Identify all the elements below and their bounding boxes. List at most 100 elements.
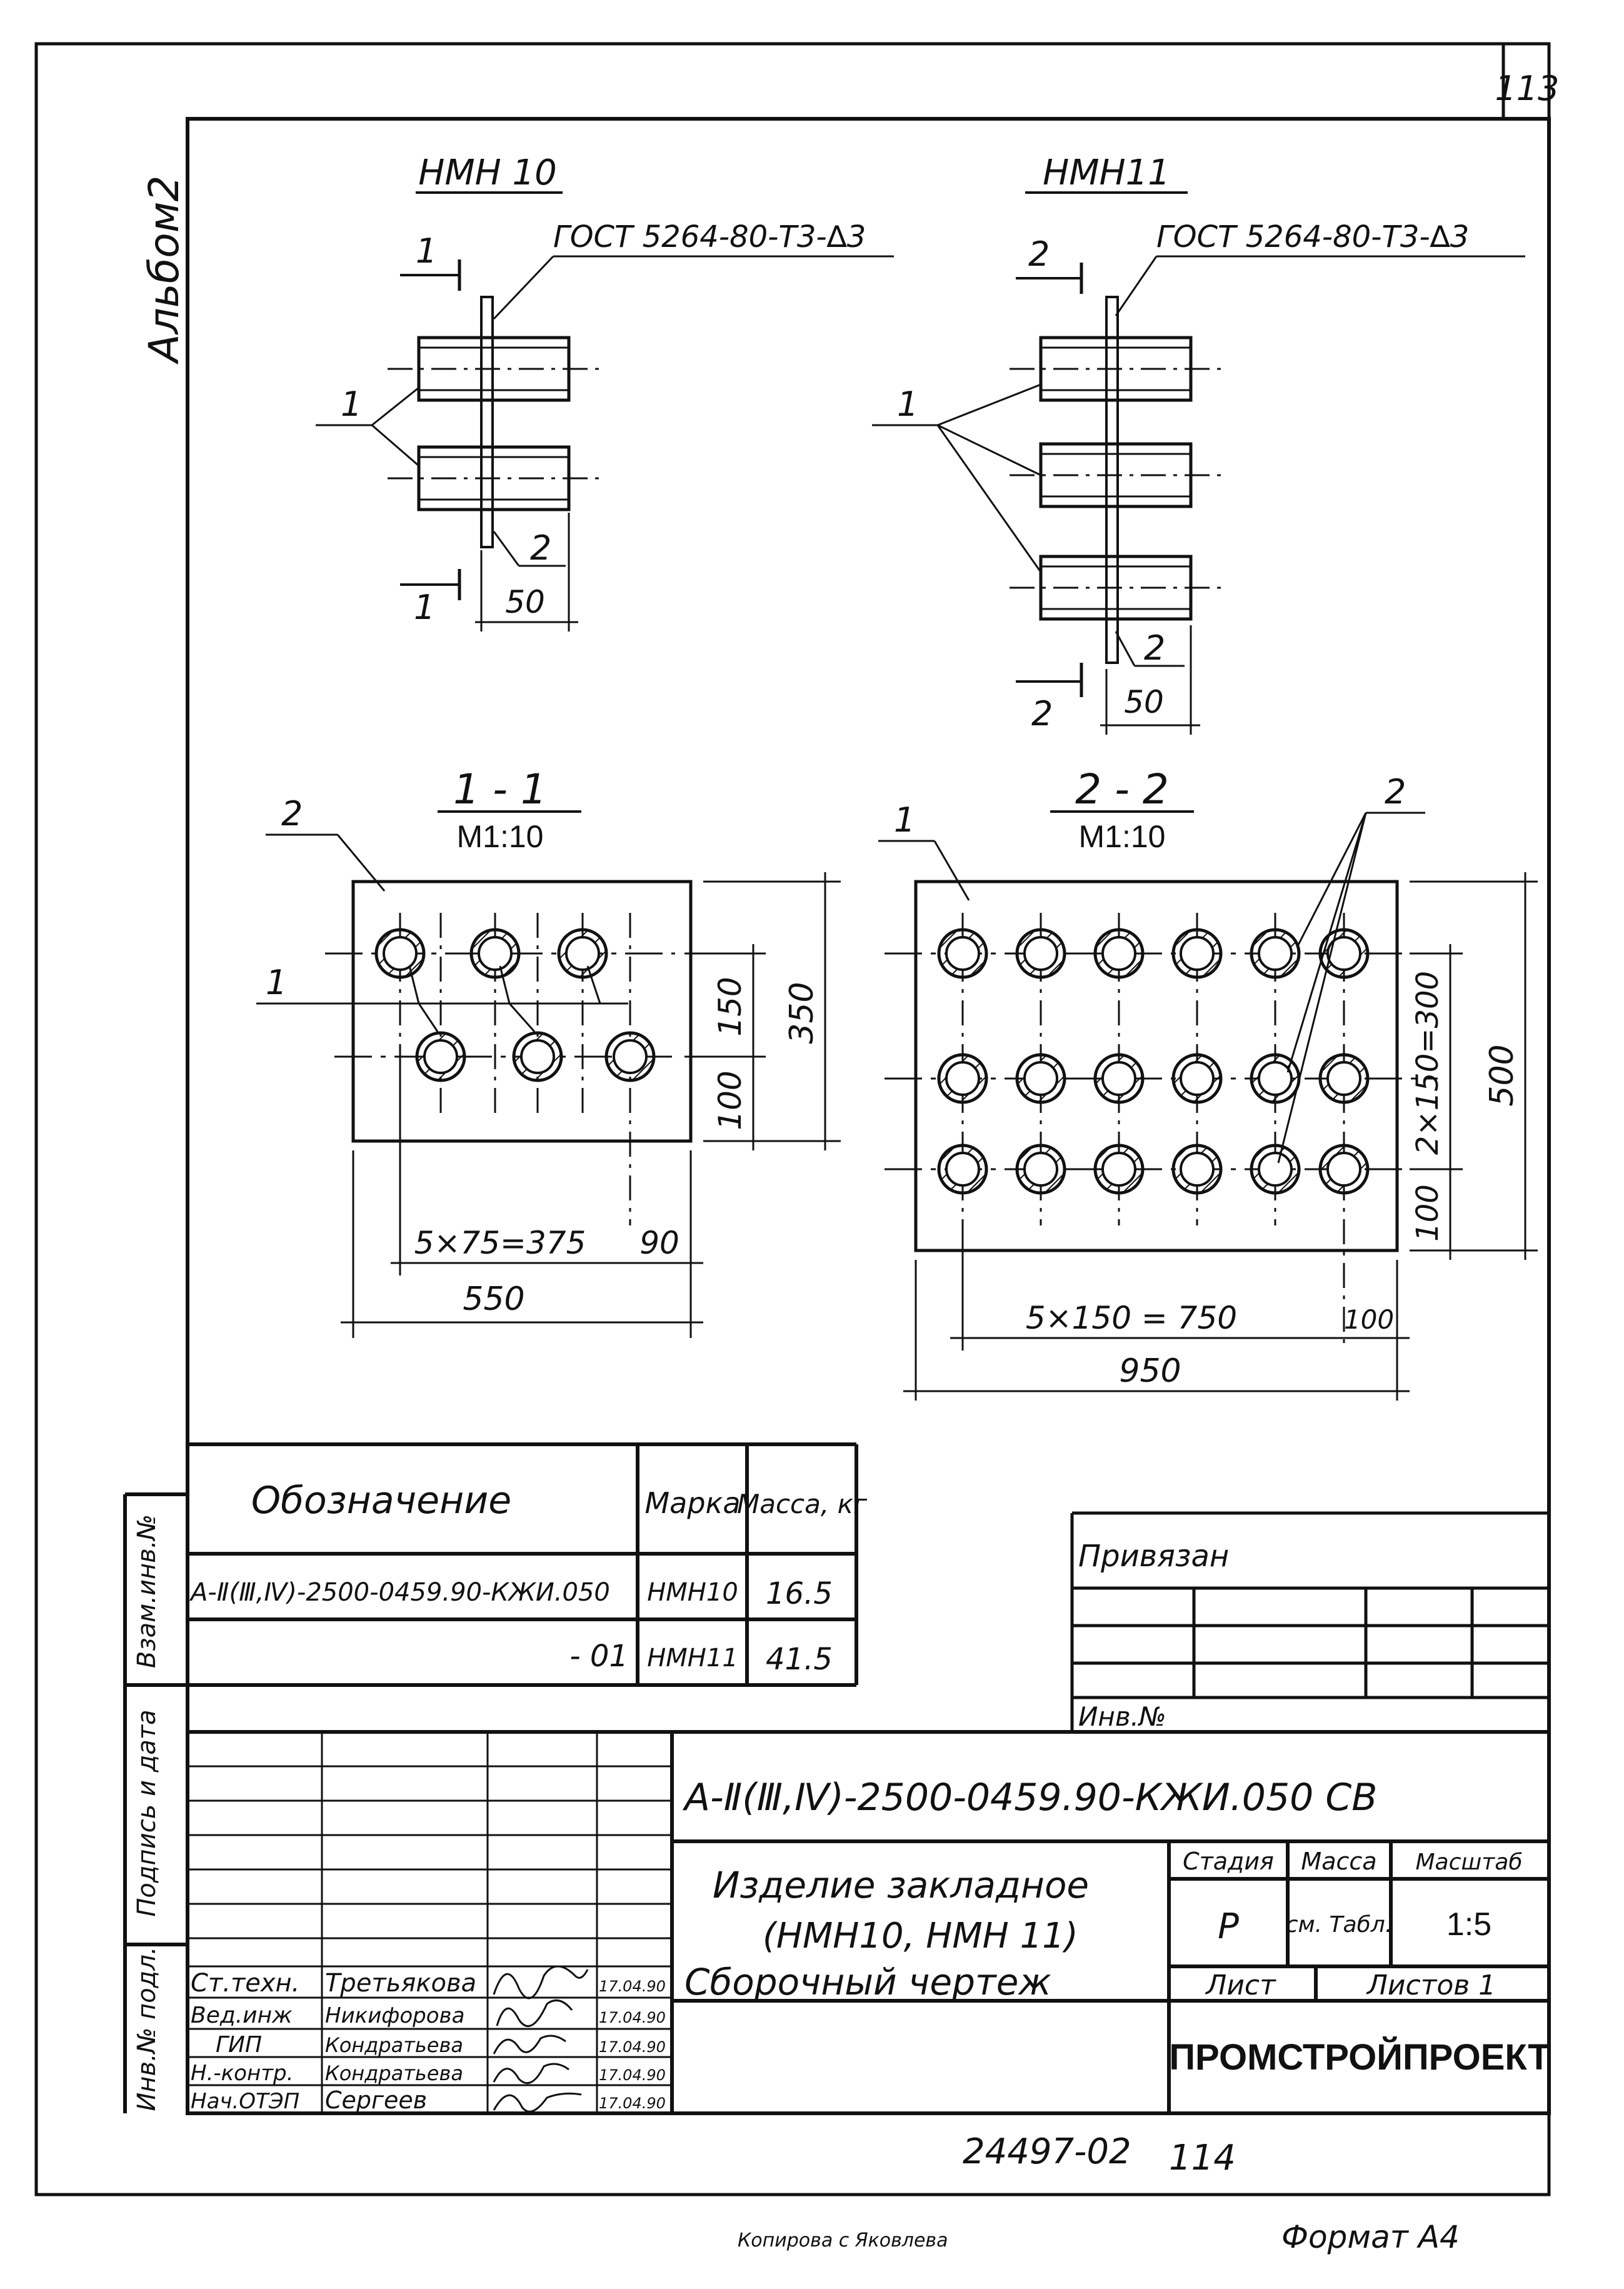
title-block: Ст.техн. Третьякова 17.04.90 Вед.инж Ник… <box>188 1730 1550 2114</box>
signer-role: ГИП <box>216 2032 262 2058</box>
tube-section <box>1015 1053 1066 1104</box>
weld-note-nmn11: ГОСТ 5264-80-Т3-∆3 <box>1156 219 1469 254</box>
side-stamp-inv: Инв.№ подл. <box>133 1946 161 2111</box>
footer-format: Формат А4 <box>1281 2219 1460 2255</box>
tube-section <box>374 928 426 979</box>
privyazan-block: Привязан Инв.№ <box>1070 1511 1549 1732</box>
tube-section <box>512 1031 563 1082</box>
view-title-nmn11: НМН11 <box>1043 153 1170 193</box>
side-stamp-podpis: Подпись и дата <box>133 1709 161 1916</box>
sec22-pos2: 2 <box>1385 772 1406 812</box>
pos1-nmn10: 1 <box>341 385 362 424</box>
sec-mark-nmn11-bottom: 2 <box>1031 694 1053 733</box>
tube-section <box>1250 1144 1301 1195</box>
signer-signature <box>496 1999 573 2027</box>
tube-section <box>937 928 988 979</box>
side-stamp: Взам.инв.№ Подпись и дата Инв.№ подл. <box>123 1492 188 2113</box>
footer-stamp-num: 114 <box>1169 2138 1236 2178</box>
tube-section <box>1250 1053 1301 1104</box>
view-title-nmn10: НМН 10 <box>418 153 557 193</box>
tube-section <box>1015 928 1066 979</box>
sec11-dim-total: 550 <box>463 1280 524 1318</box>
signer-role: Нач.ОТЭП <box>191 2089 299 2114</box>
pos1-nmn11: 1 <box>897 385 918 424</box>
sec11-dim-pitch: 5×75=375 <box>414 1225 586 1261</box>
title-stage-value: Р <box>1218 1906 1239 1947</box>
tube-section <box>1318 928 1370 979</box>
signer-name: Сергеев <box>325 2086 427 2114</box>
dim50-nmn11: 50 <box>1124 684 1164 720</box>
view-nmn10: НМН 10 ГОСТ 5264-80-Т3-∆3 1 1 1 2 <box>316 153 894 631</box>
spec-table: Обозначение Марка Масса, кг А-Ⅱ(Ⅲ,Ⅳ)-250… <box>188 1442 868 1687</box>
sec22-dim500: 500 <box>1483 1044 1521 1106</box>
sec22-pos1: 1 <box>894 800 915 840</box>
sec22-scale: М1:10 <box>1079 819 1166 854</box>
signers-table: Ст.техн. Третьякова 17.04.90 Вед.инж Ник… <box>191 1965 666 2114</box>
view-nmn11: НМН11 ГОСТ 5264-80-Т3-∆3 1 2 2 <box>872 153 1525 735</box>
sec22-dim100v: 100 <box>1410 1184 1445 1242</box>
tube-section <box>1318 1144 1370 1195</box>
signer-name: Кондратьева <box>325 2061 463 2085</box>
signer-name: Никифорова <box>325 2003 464 2028</box>
signer-signature <box>493 2035 566 2055</box>
sec11-dim350: 350 <box>783 982 821 1044</box>
spec-row1-designation: А-Ⅱ(Ⅲ,Ⅳ)-2500-0459.90-КЖИ.050 <box>189 1578 610 1607</box>
spec-row1-mark: НМН10 <box>647 1578 738 1607</box>
tube-section <box>1318 1053 1370 1104</box>
tube-section <box>1250 928 1301 979</box>
weld-note-nmn10: ГОСТ 5264-80-Т3-∆3 <box>553 219 866 254</box>
pos2-nmn10: 2 <box>530 528 551 568</box>
title-mass-header: Масса <box>1301 1848 1376 1875</box>
sec-mark-nmn11-top: 2 <box>1028 234 1050 274</box>
signer-signature <box>493 2063 569 2085</box>
plate-sec11 <box>351 880 693 1143</box>
spec-row2-mark: НМН11 <box>647 1644 738 1673</box>
spec-row1-mass: 16.5 <box>766 1576 833 1611</box>
privyazan-inv-label: Инв.№ <box>1078 1701 1166 1732</box>
title-mass-value: см. Табл. <box>1286 1912 1393 1938</box>
dim50-nmn10: 50 <box>505 584 545 620</box>
sec11-title: 1 - 1 <box>453 765 547 813</box>
title-org: ПРОМСТРОЙПРОЕКТ <box>1169 2037 1550 2078</box>
title-sheet-label: Лист <box>1205 1970 1276 2001</box>
sheet-number: 113 <box>1495 69 1559 108</box>
signer-date: 17.04.90 <box>599 1978 666 1995</box>
tube-section <box>1171 1053 1223 1104</box>
sec11-pos2: 2 <box>281 794 303 833</box>
title-designation: А-Ⅱ(Ⅲ,Ⅳ)-2500-0459.90-КЖИ.050 СВ <box>682 1776 1377 1819</box>
holes-sec22 <box>937 928 1370 1195</box>
sec11-scale: М1:10 <box>457 819 544 854</box>
drawing-frame <box>186 117 1551 2115</box>
spec-row2-designation: - 01 <box>569 1639 628 1674</box>
sec22-dim-pitch: 5×150 = 750 <box>1026 1300 1237 1336</box>
spec-header-mass: Масса, кг <box>737 1489 868 1519</box>
privyazan-label: Привязан <box>1078 1539 1229 1574</box>
sec22-dim-edge: 100 <box>1344 1304 1394 1335</box>
spec-header-designation: Обозначение <box>251 1479 511 1522</box>
title-sheets-label: Листов 1 <box>1366 1970 1496 2001</box>
signer-date: 17.04.90 <box>599 2095 666 2112</box>
tube-section <box>469 928 521 979</box>
tube-section <box>937 1144 988 1195</box>
sec11-dim150: 150 <box>712 977 748 1036</box>
holes-sec11 <box>374 928 656 1082</box>
title-name-line3: Сборочный чертеж <box>684 1961 1051 2003</box>
title-stage-header: Стадия <box>1183 1848 1274 1875</box>
plate-sec22 <box>914 880 1399 1252</box>
tube-section <box>1093 1053 1145 1104</box>
plate-nmn10 <box>480 296 494 548</box>
signer-date: 17.04.90 <box>599 2066 666 2084</box>
tube-section <box>937 1053 988 1104</box>
tube-section <box>1171 928 1223 979</box>
signer-date: 17.04.90 <box>599 2038 666 2056</box>
section-2-2: 2 - 2 М1:10 1 2 2×150=300 1 <box>878 765 1538 1401</box>
tube-section <box>1171 1144 1223 1195</box>
tube-section <box>557 928 608 979</box>
tube-section <box>415 1031 466 1082</box>
tube-section <box>604 1031 656 1082</box>
signer-role: Вед.инж <box>191 2003 293 2028</box>
title-name-line2: (НМН10, НМН 11) <box>763 1916 1078 1956</box>
signer-date: 17.04.90 <box>599 2009 666 2026</box>
signer-name: Кондратьева <box>325 2033 463 2057</box>
signer-signature <box>493 1965 589 2000</box>
